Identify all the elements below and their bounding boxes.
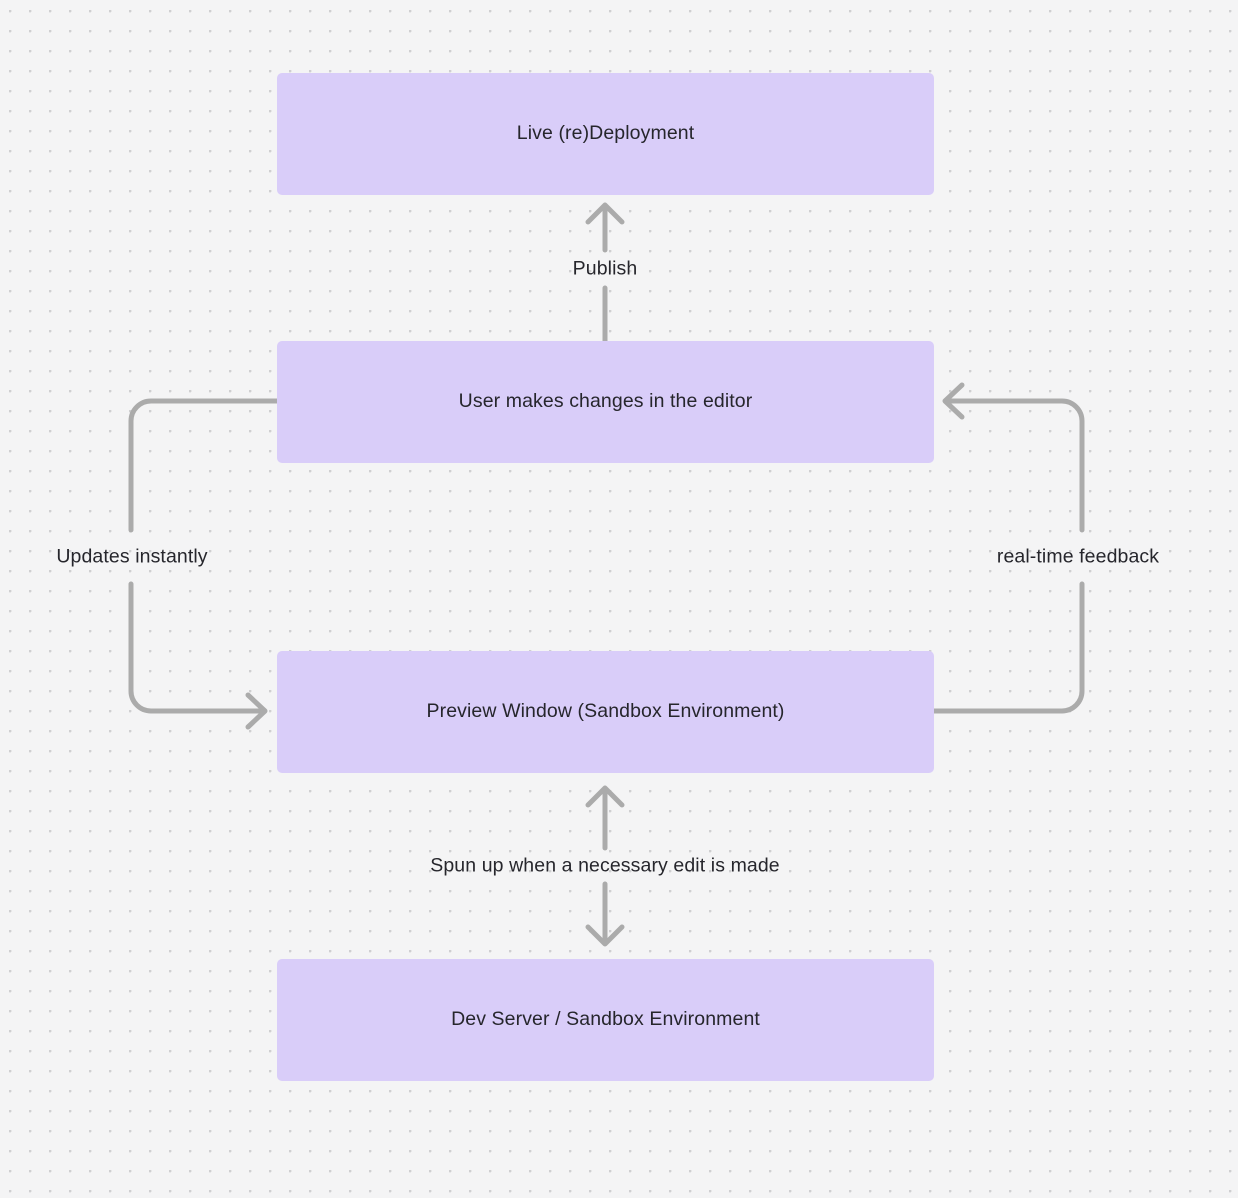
edge-label-updates-instantly: Updates instantly [56,545,208,568]
node-label: Dev Server / Sandbox Environment [451,1008,760,1031]
node-live-deployment[interactable]: Live (re)Deployment [277,73,934,195]
node-label: Preview Window (Sandbox Environment) [426,700,785,723]
edge-label-real-time-feedback: real-time feedback [996,545,1160,568]
edge-label-spun-up: Spun up when a necessary edit is made [430,854,780,877]
node-preview-window[interactable]: Preview Window (Sandbox Environment) [277,651,934,773]
node-dev-server[interactable]: Dev Server / Sandbox Environment [277,959,934,1081]
node-label: Live (re)Deployment [516,122,695,145]
node-user-edits[interactable]: User makes changes in the editor [277,341,934,463]
node-label: User makes changes in the editor [458,390,753,413]
edge-label-publish: Publish [572,257,638,280]
